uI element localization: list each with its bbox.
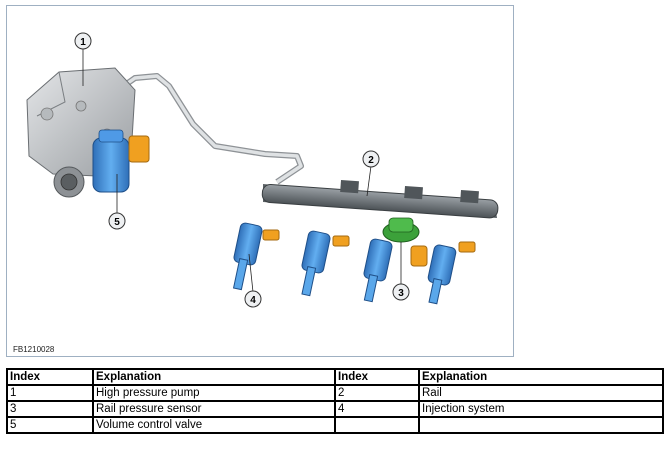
header-explanation: Explanation [418, 368, 664, 386]
table-cell: Injection system [418, 400, 664, 418]
callout-3: 3 [392, 283, 410, 301]
table-row: 3 Rail pressure sensor 4 Injection syste… [6, 400, 664, 418]
callout-2: 2 [362, 150, 380, 168]
callout-1: 1 [74, 32, 92, 50]
volume-control-valve [92, 129, 130, 193]
table-cell: 2 [334, 384, 420, 402]
callout-5: 5 [108, 212, 126, 230]
figure-code: FB1210028 [13, 345, 55, 354]
legend-table: Index Explanation Index Explanation 1 Hi… [6, 368, 664, 434]
diagram-figure: 1 2 3 4 5 FB1210028 [6, 5, 514, 357]
rail [261, 180, 499, 219]
injector [363, 238, 428, 303]
svg-text:5: 5 [114, 217, 120, 228]
svg-text:2: 2 [368, 155, 374, 166]
table-cell: 1 [6, 384, 94, 402]
table-row: 5 Volume control valve [6, 416, 664, 434]
table-header-row: Index Explanation Index Explanation [6, 368, 664, 386]
volume-valve-connector [128, 135, 150, 163]
callout-leaders [82, 48, 402, 293]
fuel-system-illustration: 1 2 3 4 5 [26, 32, 499, 308]
table-cell: 5 [6, 416, 94, 434]
rail-pressure-sensor [382, 217, 420, 243]
table-cell: Volume control valve [92, 416, 336, 434]
svg-text:1: 1 [80, 37, 86, 48]
high-pressure-line [113, 73, 304, 185]
callout-4: 4 [244, 290, 262, 308]
table-cell: 3 [6, 400, 94, 418]
injector [301, 230, 350, 297]
table-cell: 4 [334, 400, 420, 418]
svg-text:4: 4 [250, 295, 256, 306]
table-row: 1 High pressure pump 2 Rail [6, 384, 664, 402]
table-cell: Rail [418, 384, 664, 402]
table-cell [334, 416, 420, 434]
header-index: Index [334, 368, 420, 386]
header-index: Index [6, 368, 94, 386]
table-cell: High pressure pump [92, 384, 336, 402]
injector [427, 241, 476, 305]
header-explanation: Explanation [92, 368, 336, 386]
table-cell: Rail pressure sensor [92, 400, 336, 418]
table-cell [418, 416, 664, 434]
injector [232, 222, 280, 291]
injection-system [232, 222, 476, 305]
svg-text:3: 3 [398, 288, 404, 299]
